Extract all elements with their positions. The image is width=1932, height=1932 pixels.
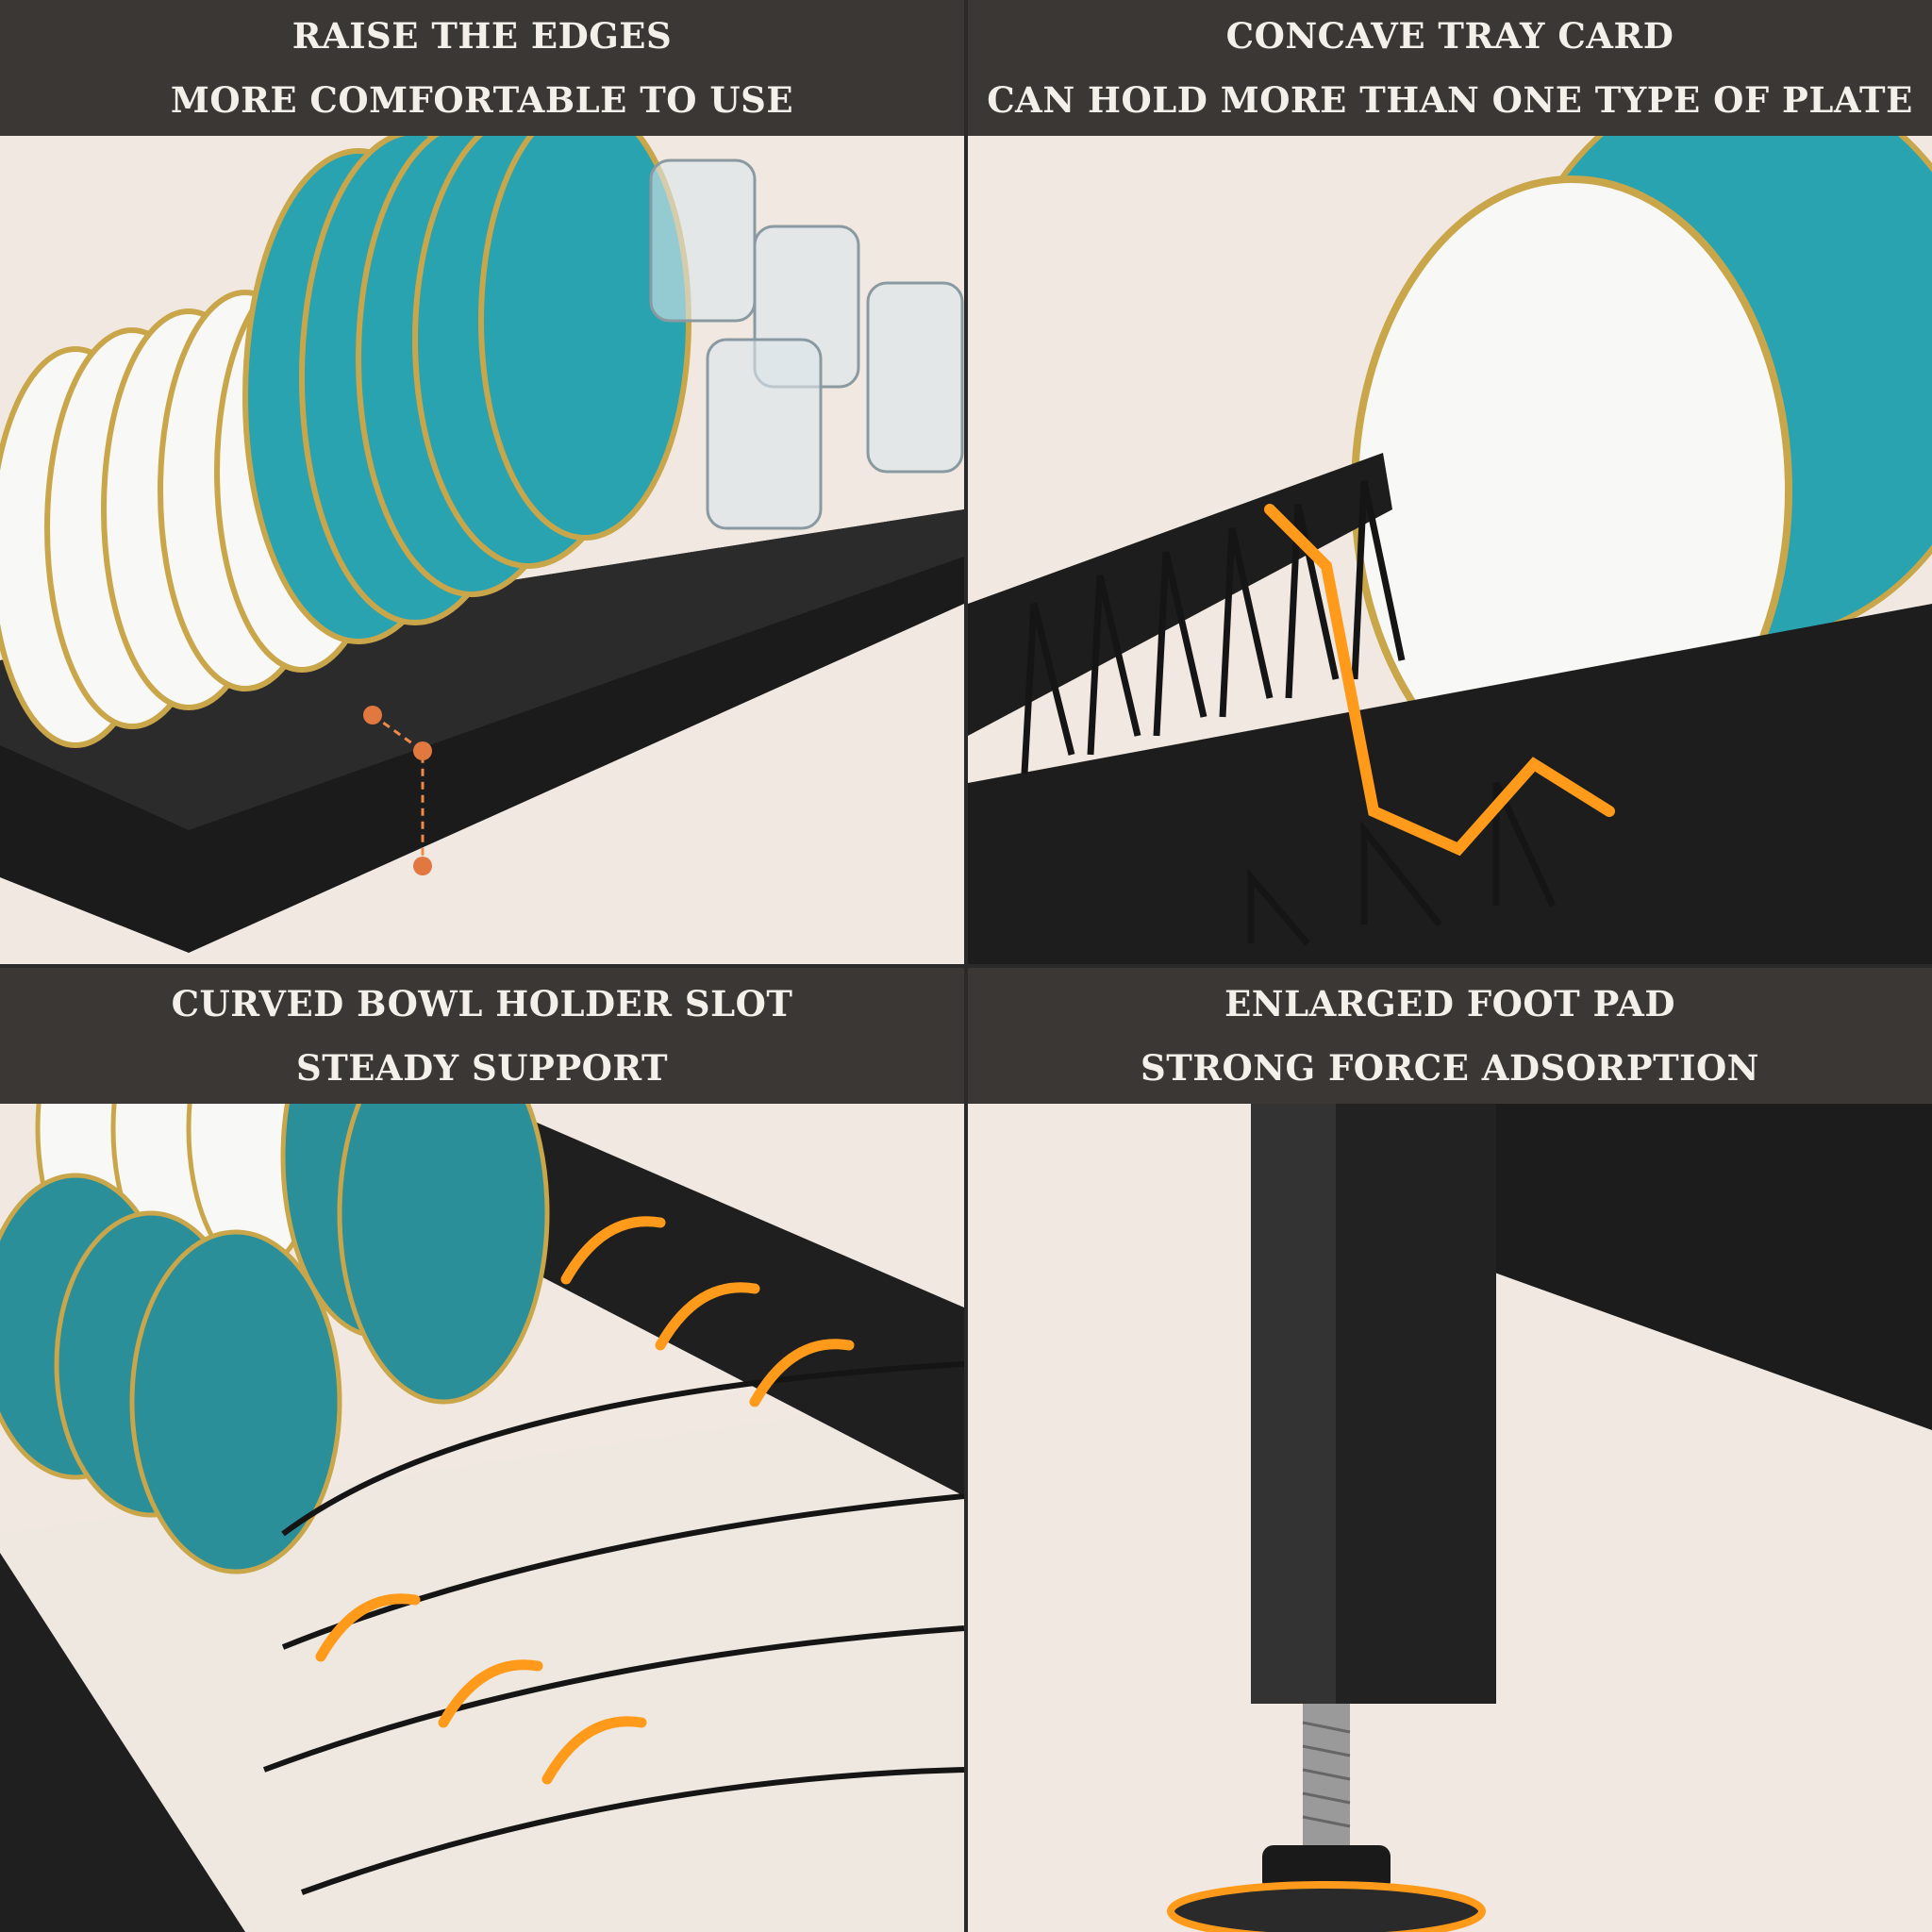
bowl-holder-illustration [0,974,964,1932]
caption-line-2: STEADY SUPPORT [295,1047,669,1089]
panel-concave-tray: CONCAVE TRAY CARD CAN HOLD MORE THAN ONE… [968,0,1932,964]
caption-bar: CURVED BOWL HOLDER SLOT STEADY SUPPORT [0,968,964,1104]
concave-tray-illustration [968,73,1932,964]
caption-bar: RAISE THE EDGES MORE COMFORTABLE TO USE [0,0,964,136]
caption-line-2: CAN HOLD MORE THAN ONE TYPE OF PLATE [987,79,1913,121]
caption-bar: ENLARGED FOOT PAD STRONG FORCE ADSORPTIO… [968,968,1932,1104]
dish-rack-plates-illustration [0,101,964,953]
caption-line-2: MORE COMFORTABLE TO USE [170,79,794,121]
panel-foot-pad: ENLARGED FOOT PAD STRONG FORCE ADSORPTIO… [968,968,1932,1932]
caption-line-2: STRONG FORCE ADSORPTION [1140,1047,1760,1089]
caption-bar: CONCAVE TRAY CARD CAN HOLD MORE THAN ONE… [968,0,1932,136]
caption-line-1: RAISE THE EDGES [291,15,673,57]
foot-pad-illustration [1167,1100,1932,1932]
caption-line-1: ENLARGED FOOT PAD [1224,983,1675,1024]
caption-line-1: CURVED BOWL HOLDER SLOT [171,983,793,1024]
panel-raised-edges: RAISE THE EDGES MORE COMFORTABLE TO USE [0,0,964,964]
panel-curved-bowl-slot: CURVED BOWL HOLDER SLOT STEADY SUPPORT [0,968,964,1932]
caption-line-1: CONCAVE TRAY CARD [1225,15,1674,57]
